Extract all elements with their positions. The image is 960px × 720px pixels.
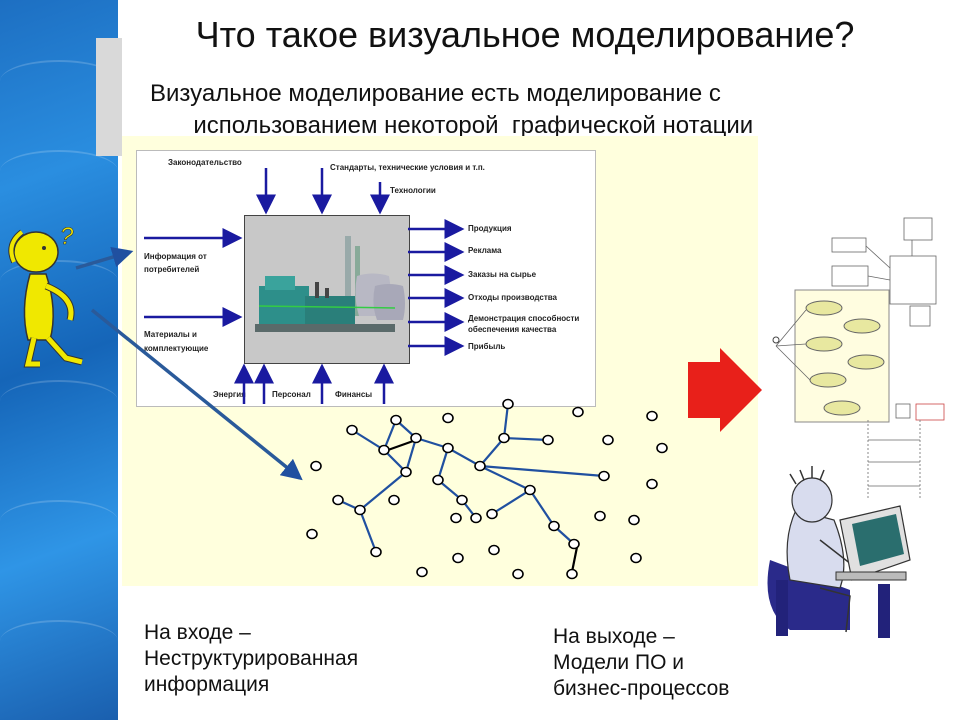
output-caption-line-2: Модели ПО и (553, 651, 684, 674)
bottom-input-arrows (234, 363, 394, 404)
output-arrows (408, 219, 465, 356)
frame-corner (96, 38, 122, 156)
output-caption: На выходе – Модели ПО и бизнес-процессов (553, 624, 729, 702)
output-caption-line-3: бизнес-процессов (553, 677, 730, 700)
label-output-profit: Прибыль (468, 342, 506, 351)
label-materials: Материалы и комплектующие (144, 330, 209, 353)
uml-diagram-thumbnail (770, 212, 950, 500)
output-caption-line-1: На выходе – (553, 625, 675, 648)
node-network-links-dark (387, 438, 580, 573)
left-input-arrows (144, 228, 243, 327)
label-output-orders: Заказы на сырье (468, 270, 537, 279)
input-caption-line-3: информация (144, 673, 270, 696)
label-output-waste: Отходы производства (468, 293, 557, 302)
pointer-arrows (75, 246, 303, 481)
label-standards: Стандарты, технические условия и т.п. (330, 163, 485, 172)
input-caption-line-2: Неструктурированная (144, 647, 359, 670)
slide-title: Что такое визуальное моделирование? (195, 14, 855, 55)
label-output-quality: Демонстрация способности обеспечения кач… (468, 314, 580, 334)
network-nodes (306, 398, 668, 580)
person-at-computer-image (767, 466, 911, 638)
label-finance: Финансы (335, 390, 373, 399)
label-output-products: Продукция (468, 224, 512, 233)
label-energy: Энергия (213, 390, 246, 399)
label-customer-info: Информация от потребителей (144, 252, 207, 274)
input-caption-line-1: На входе – (144, 621, 251, 644)
top-input-arrows (256, 168, 390, 215)
label-technologies: Технологии (390, 186, 436, 195)
node-network (337, 403, 605, 553)
red-arrow (688, 348, 762, 432)
input-caption: На входе – Неструктурированная информаци… (144, 620, 358, 698)
label-legislation: Законодательство (168, 158, 242, 167)
question-mark: ? (60, 223, 74, 250)
label-personnel: Персонал (272, 390, 311, 399)
subtitle-line-1: Визуальное моделирование есть моделирова… (150, 80, 721, 107)
factory-image (244, 215, 410, 364)
thinking-figure (8, 229, 83, 368)
subtitle-line-2: использованием некоторой графической нот… (180, 112, 754, 139)
label-output-advertising: Реклама (468, 246, 502, 255)
